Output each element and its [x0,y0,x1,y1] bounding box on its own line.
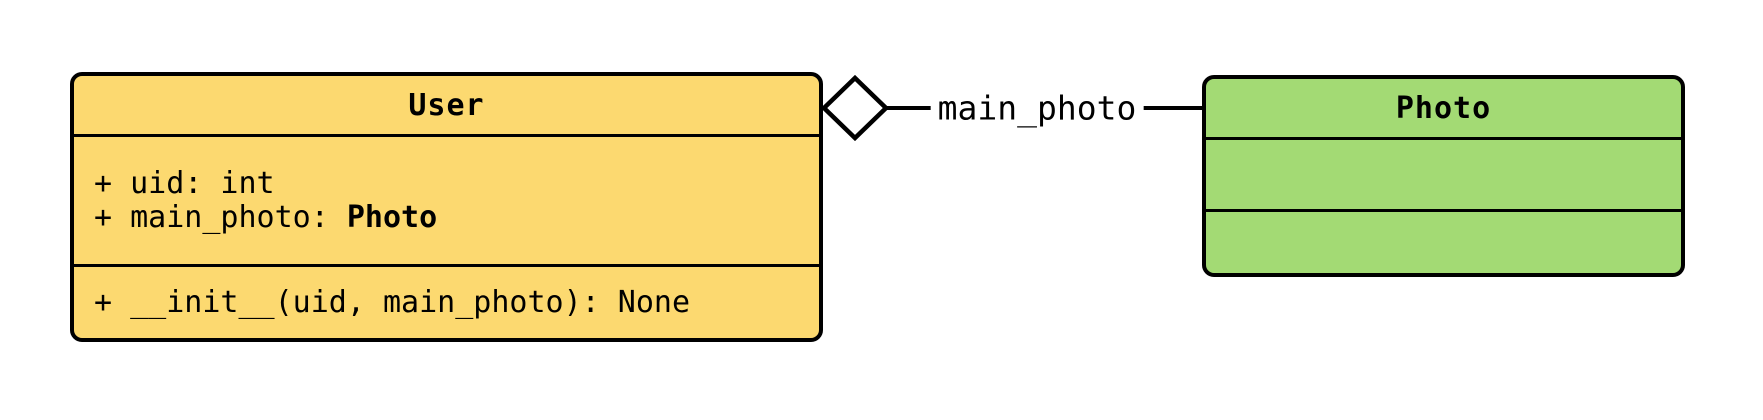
class-attributes-user: + uid: int + main_photo: Photo [74,137,819,267]
aggregation-diamond-icon [821,75,889,141]
class-methods-user: + __init__(uid, main_photo): None [74,267,819,338]
attribute-text: + uid: int [94,165,275,201]
class-attributes-photo [1206,140,1681,212]
class-box-photo: Photo [1202,75,1685,277]
class-methods-photo [1206,212,1681,273]
diamond-shape [821,75,889,141]
attribute-text: + main_photo: [94,199,347,235]
class-title-photo: Photo [1206,79,1681,140]
method-row: + __init__(uid, main_photo): None [94,284,691,320]
class-title-user: User [74,76,819,137]
attribute-row: + uid: int [94,165,819,201]
attribute-type-bold: Photo [346,199,438,235]
attribute-row: + main_photo: Photo [94,199,819,235]
class-box-user: User + uid: int + main_photo: Photo + __… [70,72,823,342]
relation-label: main_photo [930,88,1144,128]
